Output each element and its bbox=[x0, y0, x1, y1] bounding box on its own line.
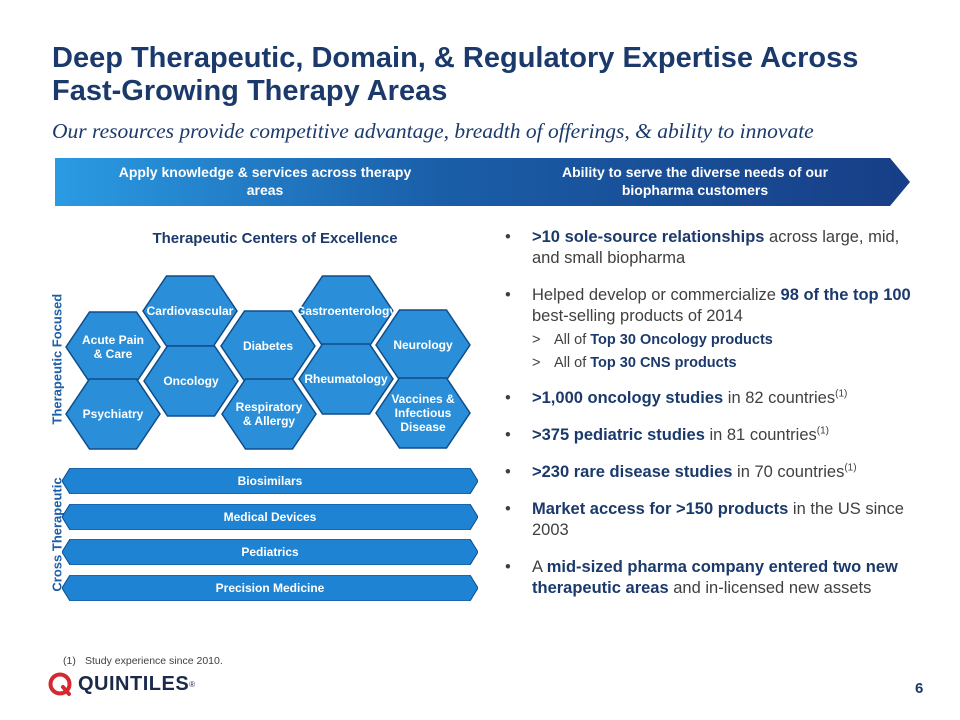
key-facts-list: >10 sole-source relationships across lar… bbox=[503, 227, 923, 599]
hex-label-respiratory: Respiratory & Allergy bbox=[235, 400, 303, 428]
footnote: (1)Study experience since 2010. bbox=[63, 655, 223, 667]
bullet-oncology-studies: >1,000 oncology studies in 82 countries(… bbox=[503, 388, 923, 409]
hex-label-vaccines: Vaccines & Infectious Disease bbox=[391, 392, 455, 434]
bar-label: Medical Devices bbox=[223, 510, 317, 524]
bar-label: Biosimilars bbox=[237, 474, 303, 488]
hex-label-psychiatry: Psychiatry bbox=[82, 407, 144, 421]
bullet-mid-sized-pharma: A mid-sized pharma company entered two n… bbox=[503, 557, 923, 599]
centers-title: Therapeutic Centers of Excellence bbox=[152, 230, 398, 247]
bar-label: Pediatrics bbox=[241, 545, 299, 559]
banner-right-text: Ability to serve the diverse needs of ou… bbox=[561, 164, 829, 198]
bullet-sole-source: >10 sole-source relationships across lar… bbox=[503, 227, 923, 269]
sub-bullet-cns: All of Top 30 CNS products bbox=[503, 353, 923, 373]
therapeutic-focused-label: Therapeutic Focused bbox=[49, 293, 65, 425]
hex-label-diabetes: Diabetes bbox=[242, 339, 294, 353]
bullet-market-access: Market access for >150 products in the U… bbox=[503, 499, 923, 541]
bar-label: Precision Medicine bbox=[215, 581, 325, 595]
page-number: 6 bbox=[915, 680, 924, 697]
hex-label-neurology: Neurology bbox=[393, 338, 453, 352]
page-subtitle: Our resources provide competitive advant… bbox=[52, 119, 814, 143]
bar-medical-devices: Medical Devices bbox=[62, 504, 478, 530]
quintiles-logo: QUINTILES® bbox=[48, 670, 195, 698]
bullet-rare-disease: >230 rare disease studies in 70 countrie… bbox=[503, 462, 923, 483]
bullet-top-100: Helped develop or commercialize 98 of th… bbox=[503, 285, 923, 327]
banner-left-text: Apply knowledge & services across therap… bbox=[118, 164, 412, 198]
quintiles-logo-icon bbox=[48, 672, 72, 696]
hex-label-rheumatology: Rheumatology bbox=[304, 372, 388, 386]
bar-precision-medicine: Precision Medicine bbox=[62, 575, 478, 601]
banner-arrow: Apply knowledge & services across therap… bbox=[55, 158, 910, 206]
page-title: Deep Therapeutic, Domain, & Regulatory E… bbox=[52, 42, 859, 107]
sub-bullet-oncology: All of Top 30 Oncology products bbox=[503, 330, 923, 350]
hex-label-cardiovascular: Cardiovascular bbox=[146, 304, 234, 318]
bar-biosimilars: Biosimilars bbox=[62, 468, 478, 494]
hex-label-acute-pain: Acute Pain & Care bbox=[81, 333, 145, 361]
bullet-pediatric-studies: >375 pediatric studies in 81 countries(1… bbox=[503, 425, 923, 446]
hex-label-gastroenterology: Gastroenterology bbox=[295, 304, 397, 318]
hex-label-oncology: Oncology bbox=[163, 374, 219, 388]
bar-pediatrics: Pediatrics bbox=[62, 539, 478, 565]
